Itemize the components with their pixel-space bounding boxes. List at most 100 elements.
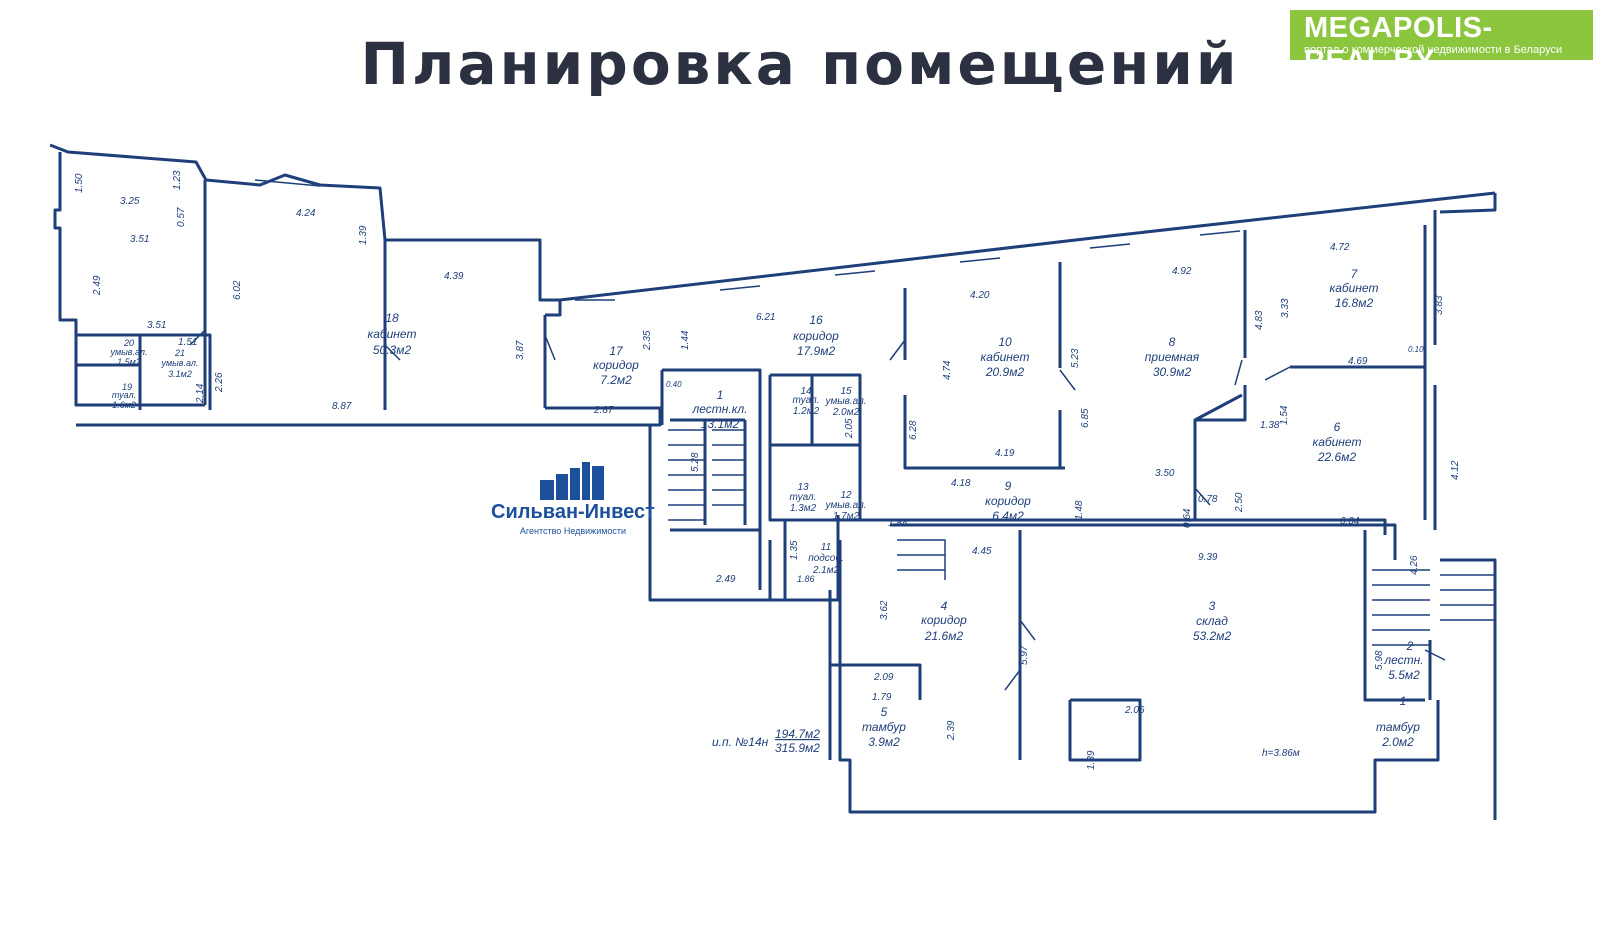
room-8-num: 8 — [1169, 335, 1176, 349]
room-13-name: туал. — [790, 492, 817, 503]
room-19-area: 1.6м2 — [112, 400, 136, 410]
room-21-area: 3.1м2 — [168, 369, 192, 379]
room-7-area: 16.8м2 — [1335, 296, 1374, 310]
room-6-num: 6 — [1334, 420, 1341, 434]
room-11-area: 2.1м2 — [812, 565, 840, 576]
dim: 5.97 — [1019, 645, 1030, 665]
room-16-area: 17.9м2 — [797, 344, 836, 358]
dim: 1.50 — [74, 173, 85, 193]
room-9-num: 9 — [1005, 479, 1012, 493]
room-9-area: 6.4м2 — [992, 509, 1024, 523]
agency-name: Сильван-Инвест — [491, 501, 655, 523]
dim: 4.39 — [444, 271, 464, 282]
room-9-name: коридор — [985, 494, 1031, 508]
dim: 4.19 — [995, 448, 1015, 459]
room-1-num: 1 — [1400, 694, 1407, 708]
room-20-name: умыв.ал. — [110, 347, 148, 357]
dim: 1.44 — [680, 330, 691, 350]
logo-tagline: портал о коммерческой недвижимости в Бел… — [1304, 44, 1563, 56]
dim: 0.64 — [1182, 508, 1193, 528]
page-title: Планировка помещений — [360, 30, 1240, 98]
room-7-name: кабинет — [1330, 281, 1379, 295]
dim: 1.48 — [1074, 500, 1085, 520]
room-12-name: умыв.ал. — [824, 500, 866, 511]
room-3-num: 3 — [1209, 599, 1216, 613]
room-21-num: 21 — [174, 348, 185, 358]
dim: 9.39 — [1198, 552, 1218, 563]
room-4-num: 4 — [941, 599, 948, 613]
dim: h=3.86м — [1262, 748, 1300, 759]
dim: 1.86 — [797, 574, 815, 584]
dim: 4.20 — [970, 290, 990, 301]
dim: 4.83 — [1254, 310, 1265, 330]
room-18-area: 50.3м2 — [373, 343, 412, 357]
stairwell-num: 1 — [717, 388, 724, 402]
dim: 6.02 — [232, 280, 243, 300]
dim: 2.35 — [642, 330, 653, 351]
plan-walls — [49, 143, 1497, 820]
room-14-name: туал. — [793, 395, 820, 406]
dim: 1.39 — [358, 225, 369, 245]
room-2-name: лестн. — [1383, 653, 1423, 667]
room-13-num: 13 — [797, 482, 809, 493]
room-19-num: 19 — [122, 382, 132, 392]
room-17-area: 7.2м2 — [600, 373, 632, 387]
dim: 2.06 — [1124, 705, 1145, 716]
dim: 1.35 — [789, 540, 800, 560]
room-7-num: 7 — [1351, 267, 1359, 281]
dim: 4.18 — [951, 478, 971, 489]
room-8-name: приемная — [1145, 350, 1200, 364]
room-1-area: 2.0м2 — [1381, 735, 1414, 749]
dim: 1.23 — [172, 170, 183, 190]
dim: 3.50 — [1155, 468, 1175, 479]
dim: 0.10 — [1408, 345, 1424, 354]
room-19-name: туал. — [112, 390, 136, 400]
agency-subtitle: Агентство Недвижимости — [520, 526, 626, 536]
room-1-name: тамбур — [1376, 720, 1420, 734]
dim: 4.45 — [972, 546, 992, 557]
dim: 1.79 — [872, 692, 892, 703]
dim: 0.40 — [666, 380, 682, 389]
room-15-num: 15 — [840, 386, 852, 397]
dim: 2.87 — [593, 405, 614, 416]
room-6-area: 22.6м2 — [1317, 450, 1357, 464]
room-12-area: 1.7м2 — [833, 511, 860, 522]
dim: 5.98 — [1374, 650, 1385, 670]
dim: 2.26 — [214, 372, 225, 393]
dim: 1.38 — [1260, 420, 1280, 431]
agency-logo: Сильван-Инвест Агентство Недвижимости — [491, 462, 655, 536]
dim: 5.23 — [1070, 348, 1081, 368]
dim: 4.24 — [296, 208, 316, 219]
dim: 6.28 — [908, 420, 919, 440]
dim: 4.69 — [1348, 356, 1368, 367]
dim: 8.87 — [332, 401, 352, 412]
megapolis-logo[interactable]: MEGAPOLIS-REAL.BY портал о коммерческой … — [1290, 10, 1593, 77]
dim: 1.54 — [1279, 405, 1290, 425]
summary-area-total: 315.9м2 — [775, 741, 820, 755]
room-11-name: подсоб. — [808, 552, 844, 564]
room-5-num: 5 — [881, 705, 888, 719]
room-17-num: 17 — [609, 344, 624, 358]
room-16-name: коридор — [793, 329, 839, 343]
dim: 5.28 — [690, 452, 701, 472]
room-5-name: тамбур — [862, 720, 906, 734]
room-10-name: кабинет — [981, 350, 1030, 364]
dim: 3.51 — [147, 320, 166, 331]
building-icon — [540, 462, 604, 500]
room-4-area: 21.6м2 — [924, 629, 964, 643]
dim: 2.49 — [715, 574, 736, 585]
room-6-name: кабинет — [1313, 435, 1362, 449]
dim: 2.14 — [195, 383, 206, 404]
dim: 2.09 — [873, 672, 894, 683]
room-2-num: 2 — [1406, 639, 1414, 653]
area-summary: и.п. №14н 194.7м2 315.9м2 — [712, 727, 820, 755]
room-10-num: 10 — [998, 335, 1012, 349]
room-21-name: умыв.ал. — [161, 358, 199, 368]
dim: 2.50 — [1234, 492, 1245, 513]
room-8-area: 30.9м2 — [1153, 365, 1192, 379]
dim: 3.25 — [120, 196, 140, 207]
plan-details — [189, 179, 1495, 691]
stairwell-name: лестн.кл. — [691, 402, 747, 416]
room-3-area: 53.2м2 — [1193, 629, 1232, 643]
room-13-area: 1.3м2 — [790, 503, 817, 514]
